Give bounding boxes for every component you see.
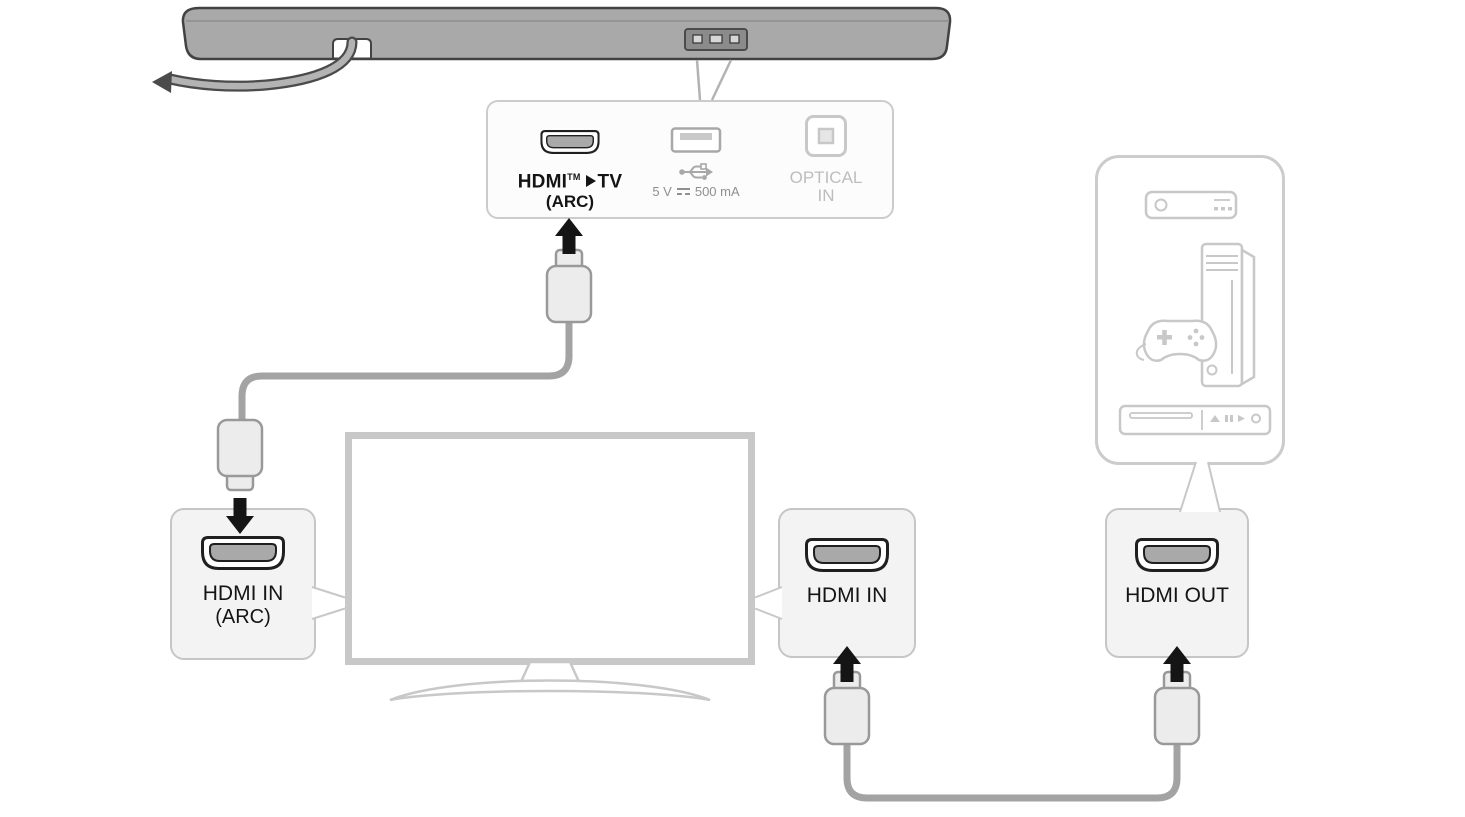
port-label: HDMI IN	[202, 582, 284, 605]
usb-voltage: 5 V	[652, 184, 672, 199]
hdmi-arc-port-group: HDMITM TV (ARC)	[502, 130, 638, 211]
port-sublabel: (ARC)	[215, 606, 271, 628]
hdmi-port-icon	[201, 536, 285, 570]
hdmi-plug-up-tv-in	[823, 670, 871, 746]
hdmi-port-icon	[805, 538, 889, 572]
hdmi-word: HDMI	[517, 171, 568, 193]
hdmi-plug-up-device-out	[1153, 670, 1201, 746]
port-label: HDMI IN	[806, 584, 888, 607]
optical-label-line2: IN	[817, 186, 835, 205]
soundbar-ports-panel: HDMITM TV (ARC) 5 V 500 mA OPTICAL IN	[486, 100, 894, 219]
usb-port-group: 5 V 500 mA	[638, 126, 754, 199]
hdmi-port-label: HDMITM TV	[502, 167, 638, 192]
arrow-up-icon	[555, 218, 583, 254]
soundbar-power-cable	[152, 36, 358, 93]
usb-port-icon	[670, 127, 722, 153]
trademark-superscript: TM	[567, 172, 581, 182]
hdmi-plug-down-tv-arc	[216, 418, 264, 492]
tv	[345, 432, 755, 702]
usb-rating-label: 5 V 500 mA	[638, 185, 754, 199]
hdmi-cable-device-to-tv	[843, 744, 1181, 802]
cable-end-arrow-icon	[152, 71, 172, 93]
optical-port-icon	[805, 115, 847, 157]
usb-symbol-icon	[679, 163, 713, 180]
optical-label-line1: OPTICAL	[789, 168, 863, 187]
dc-symbol-icon	[676, 187, 690, 197]
device-hdmi-out-port-box: HDMI OUT	[1105, 508, 1249, 658]
hdmi-port-icon	[1135, 538, 1219, 572]
usb-current: 500 mA	[694, 184, 740, 199]
port-label: HDMI OUT	[1125, 584, 1229, 607]
tv-hdmi-in-port-box: HDMI IN	[778, 508, 916, 658]
optical-port-group: OPTICAL IN	[776, 114, 876, 205]
callout-leader-lines	[695, 59, 733, 101]
soundbar	[181, 6, 952, 61]
play-arrow-icon	[585, 175, 596, 188]
hdmi-plug-up-soundbar	[545, 248, 593, 324]
soundbar-rear-ports	[684, 28, 748, 51]
tv-hdmi-in-arc-port-box: HDMI IN (ARC)	[170, 508, 316, 660]
hdmi-port-sublabel: (ARC)	[545, 192, 595, 212]
hdmi-cable-soundbar-to-tv	[238, 320, 573, 424]
hdmi-port-icon	[540, 130, 600, 154]
external-devices-panel	[1095, 155, 1285, 465]
tv-word: TV	[597, 171, 623, 193]
callout-wedge-arc-to-tv	[311, 586, 346, 620]
callout-wedge-out-to-device	[1179, 461, 1221, 513]
